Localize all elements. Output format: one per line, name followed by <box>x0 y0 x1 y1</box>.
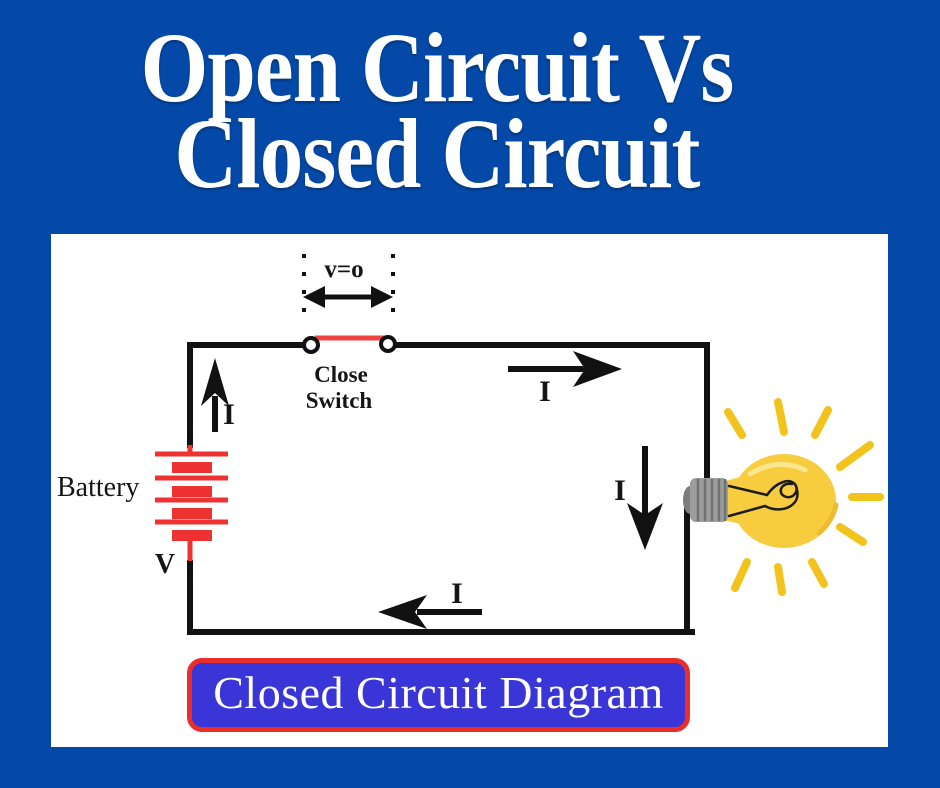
wire-top-left <box>187 342 303 448</box>
switch-label-line1: Close <box>314 362 368 387</box>
page-title: Open Circuit Vs Closed Circuit <box>28 12 846 209</box>
switch-terminal-right <box>379 335 397 353</box>
wire-left-lower-and-bottom <box>187 560 695 635</box>
page-title-line2: Closed Circuit <box>174 98 700 209</box>
double-headed-arrow-icon <box>303 286 393 308</box>
current-label-top: I <box>539 375 551 408</box>
current-label-bottom: I <box>451 577 463 610</box>
bulb-glass <box>732 454 836 548</box>
page-title-line1: Open Circuit Vs <box>140 12 735 123</box>
light-bulb-icon <box>683 398 884 596</box>
voltage-gap-indicator: v=o <box>302 254 395 322</box>
switch: v=o Close Switch <box>302 254 397 413</box>
battery-plate-short-3 <box>172 508 212 519</box>
switch-terminal-left <box>302 336 320 354</box>
circuit-wires <box>187 342 710 635</box>
current-arrow-top-right: I <box>508 351 622 408</box>
bulb-rays <box>724 398 884 596</box>
caption-badge: Closed Circuit Diagram <box>187 658 690 732</box>
battery-plate-short-4 <box>172 530 212 541</box>
switch-label-line2: Switch <box>306 388 373 413</box>
bulb-highlight <box>747 461 808 477</box>
current-arrow-left-up: I <box>201 358 235 432</box>
bulb-base <box>690 478 728 522</box>
bulb-base-ridges <box>696 479 727 521</box>
battery-label: Battery <box>57 472 139 503</box>
bulb-shade <box>816 502 839 536</box>
diagram-panel: Battery V v=o <box>51 234 888 747</box>
switch-voltage-label: v=o <box>324 256 363 283</box>
circuit-diagram-svg: Battery V v=o <box>57 254 884 635</box>
bulb-filament <box>727 479 799 518</box>
current-arrow-bottom-left: I <box>378 577 482 629</box>
current-label-left: I <box>223 398 235 431</box>
battery-voltage-label: V <box>155 549 175 580</box>
wire-top-right <box>396 342 710 482</box>
battery-plate-short-1 <box>172 462 212 473</box>
caption-text: Closed Circuit Diagram <box>213 667 664 718</box>
current-label-right: I <box>614 474 626 507</box>
battery-plate-short-2 <box>172 486 212 497</box>
battery-symbol: Battery V <box>57 445 228 580</box>
current-arrow-right-down: I <box>614 446 663 550</box>
